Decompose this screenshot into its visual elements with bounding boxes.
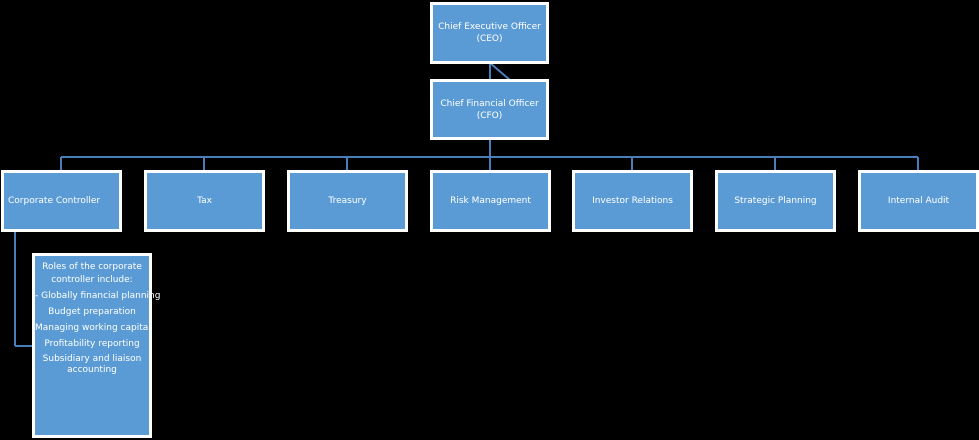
controller-roles-box: Roles of the corporate controller includ…	[32, 253, 161, 438]
role-item: Budget preparation	[48, 307, 136, 317]
role-item-continued: accounting	[67, 365, 117, 375]
role-item: Subsidiary and liaison	[42, 354, 142, 364]
roles-intro-line-1: Roles of the corporate	[42, 262, 142, 272]
roles-intro-line-2: controller include:	[51, 275, 133, 285]
ceo-abbreviation: (CEO)	[476, 34, 503, 44]
department-strategic-planning: Strategic Planning	[715, 170, 836, 232]
cfo-box: Chief Financial Officer (CFO)	[430, 79, 549, 140]
cfo-abbreviation: (CFO)	[476, 110, 503, 121]
department-label: Risk Management	[450, 196, 531, 206]
department-investor-relations: Investor Relations	[572, 170, 693, 232]
department-treasury: Treasury	[287, 170, 408, 232]
department-label: Internal Audit	[887, 196, 950, 206]
department-label: Corporate Controller	[8, 196, 101, 206]
department-label: Tax	[197, 196, 212, 206]
ceo-box: Chief Executive Officer (CEO)	[430, 2, 549, 64]
department-corporate-controller: Corporate Controller	[1, 170, 122, 232]
cfo-title: Chief Financial Officer	[440, 98, 539, 109]
department-label: Treasury	[328, 196, 367, 206]
department-tax: Tax	[144, 170, 265, 232]
department-risk-management: Risk Management	[430, 170, 551, 232]
ceo-cfo-connector-diagonal	[489, 62, 511, 81]
role-item: - Globally financial planning	[35, 291, 161, 301]
department-label: Strategic Planning	[734, 196, 817, 206]
role-item: Profitability reporting	[44, 339, 140, 349]
department-label: Investor Relations	[592, 196, 673, 206]
role-item: Managing working capital	[35, 323, 151, 333]
ceo-title: Chief Executive Officer	[438, 22, 541, 32]
department-internal-audit: Internal Audit	[858, 170, 979, 232]
